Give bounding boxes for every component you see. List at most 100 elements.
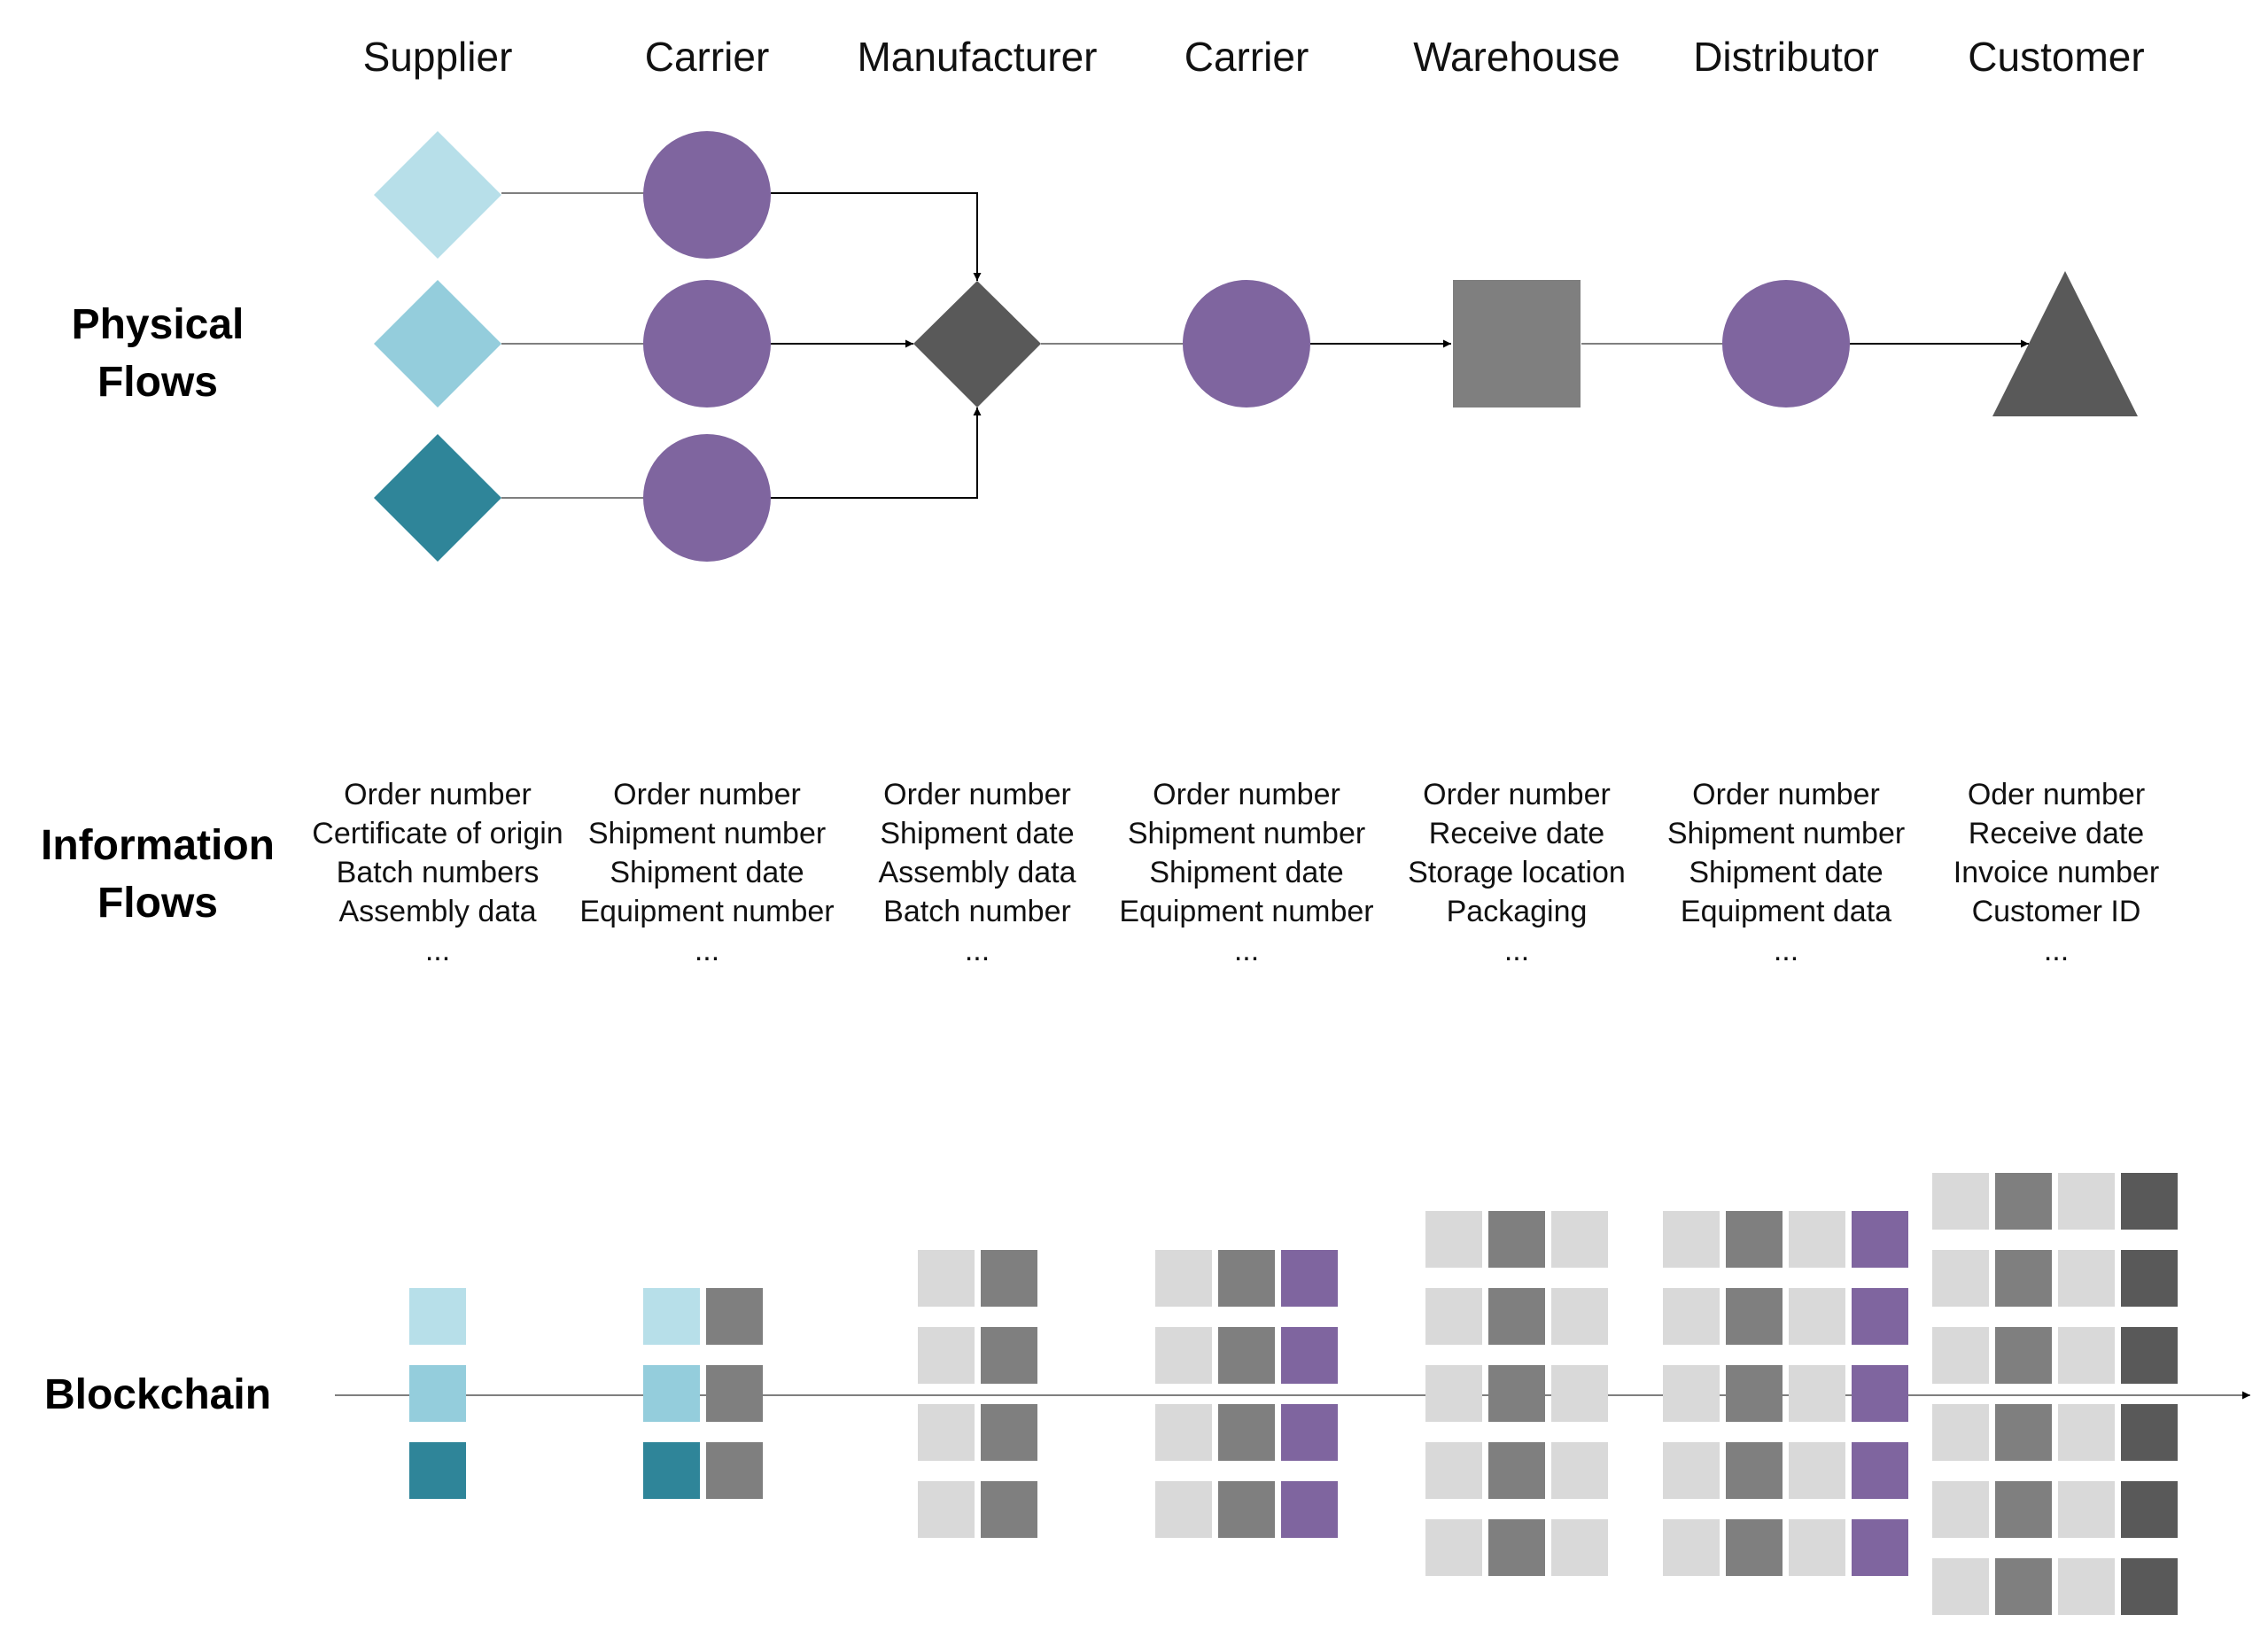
block-customer-r6-c3 — [2058, 1558, 2115, 1615]
block-carrier-2-r4-c2 — [1218, 1481, 1275, 1538]
info-flow-warehouse-line-3: Storage location — [1408, 856, 1626, 889]
block-carrier-1-r1-c2 — [706, 1288, 763, 1345]
manufacturer-node — [913, 281, 1041, 408]
block-customer-r3-c3 — [2058, 1327, 2115, 1384]
warehouse-node — [1453, 280, 1581, 408]
block-customer-r6-c1 — [1932, 1558, 1989, 1615]
block-distributor-r3-c2 — [1726, 1365, 1783, 1422]
stage-header-carrier-2: Carrier — [1184, 34, 1309, 80]
block-group-carrier-1 — [643, 1288, 763, 1499]
block-customer-r5-c3 — [2058, 1481, 2115, 1538]
supplier-node-1 — [374, 131, 501, 259]
block-supplier-r1-c1 — [409, 1288, 466, 1345]
block-warehouse-r3-c3 — [1551, 1365, 1608, 1422]
blockchain-blocks — [409, 1173, 2178, 1615]
block-carrier-1-r3-c2 — [706, 1442, 763, 1499]
block-carrier-2-r2-c2 — [1218, 1327, 1275, 1384]
info-flow-distributor-line-3: Shipment date — [1689, 856, 1883, 889]
block-customer-r4-c4 — [2121, 1404, 2178, 1461]
block-carrier-2-r1-c2 — [1218, 1250, 1275, 1307]
blockchain-label: Blockchain — [44, 1371, 271, 1418]
info-flow-customer-line-1: Oder number — [1968, 778, 2145, 811]
stage-header-supplier: Supplier — [363, 34, 513, 80]
arrow-carrier-3-to-manufacturer — [771, 408, 982, 499]
block-customer-r2-c1 — [1932, 1250, 1989, 1307]
block-warehouse-r4-c3 — [1551, 1442, 1608, 1499]
block-carrier-1-r1-c1 — [643, 1288, 700, 1345]
block-distributor-r4-c2 — [1726, 1442, 1783, 1499]
block-warehouse-r5-c1 — [1425, 1519, 1482, 1576]
block-distributor-r2-c2 — [1726, 1288, 1783, 1345]
info-flow-manufacturer-line-5: ... — [965, 934, 990, 967]
block-supplier-r3-c1 — [409, 1442, 466, 1499]
information-flows-label-line-1: Information — [41, 822, 275, 869]
info-flow-distributor-line-4: Equipment data — [1681, 895, 1891, 928]
block-warehouse-r4-c1 — [1425, 1442, 1482, 1499]
block-manufacturer-r2-c2 — [981, 1327, 1037, 1384]
info-flow-supplier-line-1: Order number — [344, 778, 532, 811]
stage-header-distributor: Distributor — [1693, 34, 1879, 80]
info-flow-customer-line-3: Invoice number — [1953, 856, 2159, 889]
block-carrier-1-r2-c2 — [706, 1365, 763, 1422]
block-carrier-1-r2-c1 — [643, 1365, 700, 1422]
block-distributor-r4-c4 — [1852, 1442, 1908, 1499]
block-group-manufacturer — [918, 1250, 1037, 1538]
info-flow-distributor-line-2: Shipment number — [1667, 817, 1905, 850]
physical-flows-label-line-1: Physical — [72, 301, 245, 348]
customer-node — [1992, 271, 2138, 416]
block-distributor-r5-c1 — [1663, 1519, 1720, 1576]
block-customer-r2-c2 — [1995, 1250, 2052, 1307]
info-flow-warehouse-line-1: Order number — [1423, 778, 1611, 811]
block-warehouse-r5-c3 — [1551, 1519, 1608, 1576]
block-carrier-2-r2-c3 — [1281, 1327, 1338, 1384]
block-carrier-2-r3-c2 — [1218, 1404, 1275, 1461]
info-flow-carrier-2-line-5: ... — [1234, 934, 1259, 967]
block-distributor-r1-c4 — [1852, 1211, 1908, 1268]
info-flow-warehouse-line-2: Receive date — [1429, 817, 1604, 850]
block-distributor-r4-c1 — [1663, 1442, 1720, 1499]
info-flow-distributor-line-1: Order number — [1692, 778, 1880, 811]
info-flow-carrier-1-line-4: Equipment number — [579, 895, 834, 928]
block-customer-r4-c1 — [1932, 1404, 1989, 1461]
block-carrier-2-r4-c1 — [1155, 1481, 1212, 1538]
carrier-node-2 — [643, 280, 771, 408]
block-warehouse-r5-c2 — [1488, 1519, 1545, 1576]
block-distributor-r5-c3 — [1789, 1519, 1845, 1576]
block-distributor-r1-c1 — [1663, 1211, 1720, 1268]
block-carrier-2-r1-c1 — [1155, 1250, 1212, 1307]
info-flow-supplier-line-4: Assembly data — [339, 895, 537, 928]
block-group-customer — [1932, 1173, 2178, 1615]
block-customer-r5-c4 — [2121, 1481, 2178, 1538]
block-warehouse-r3-c1 — [1425, 1365, 1482, 1422]
carrier-node-3 — [643, 434, 771, 562]
block-distributor-r2-c3 — [1789, 1288, 1845, 1345]
block-manufacturer-r4-c1 — [918, 1481, 975, 1538]
block-group-warehouse — [1425, 1211, 1608, 1576]
block-customer-r4-c2 — [1995, 1404, 2052, 1461]
block-customer-r2-c3 — [2058, 1250, 2115, 1307]
information-flows-label-line-2: Flows — [97, 880, 218, 927]
info-flow-manufacturer-line-3: Assembly data — [879, 856, 1076, 889]
block-distributor-r3-c3 — [1789, 1365, 1845, 1422]
supplier-node-3 — [374, 434, 501, 562]
block-distributor-r3-c4 — [1852, 1365, 1908, 1422]
block-manufacturer-r4-c2 — [981, 1481, 1037, 1538]
block-carrier-2-r4-c3 — [1281, 1481, 1338, 1538]
block-customer-r2-c4 — [2121, 1250, 2178, 1307]
block-customer-r3-c4 — [2121, 1327, 2178, 1384]
physical-flow-connectors — [501, 192, 2029, 499]
block-customer-r3-c2 — [1995, 1327, 2052, 1384]
info-flow-carrier-1-line-1: Order number — [613, 778, 801, 811]
block-customer-r5-c2 — [1995, 1481, 2052, 1538]
block-supplier-r2-c1 — [409, 1365, 466, 1422]
block-carrier-2-r2-c1 — [1155, 1327, 1212, 1384]
stage-header-customer: Customer — [1968, 34, 2144, 80]
block-distributor-r5-c2 — [1726, 1519, 1783, 1576]
supplier-node-2 — [374, 280, 501, 408]
block-customer-r1-c4 — [2121, 1173, 2178, 1230]
block-distributor-r2-c1 — [1663, 1288, 1720, 1345]
block-carrier-2-r1-c3 — [1281, 1250, 1338, 1307]
carrier-node-4 — [1183, 280, 1310, 408]
info-flow-manufacturer-line-4: Batch number — [883, 895, 1071, 928]
